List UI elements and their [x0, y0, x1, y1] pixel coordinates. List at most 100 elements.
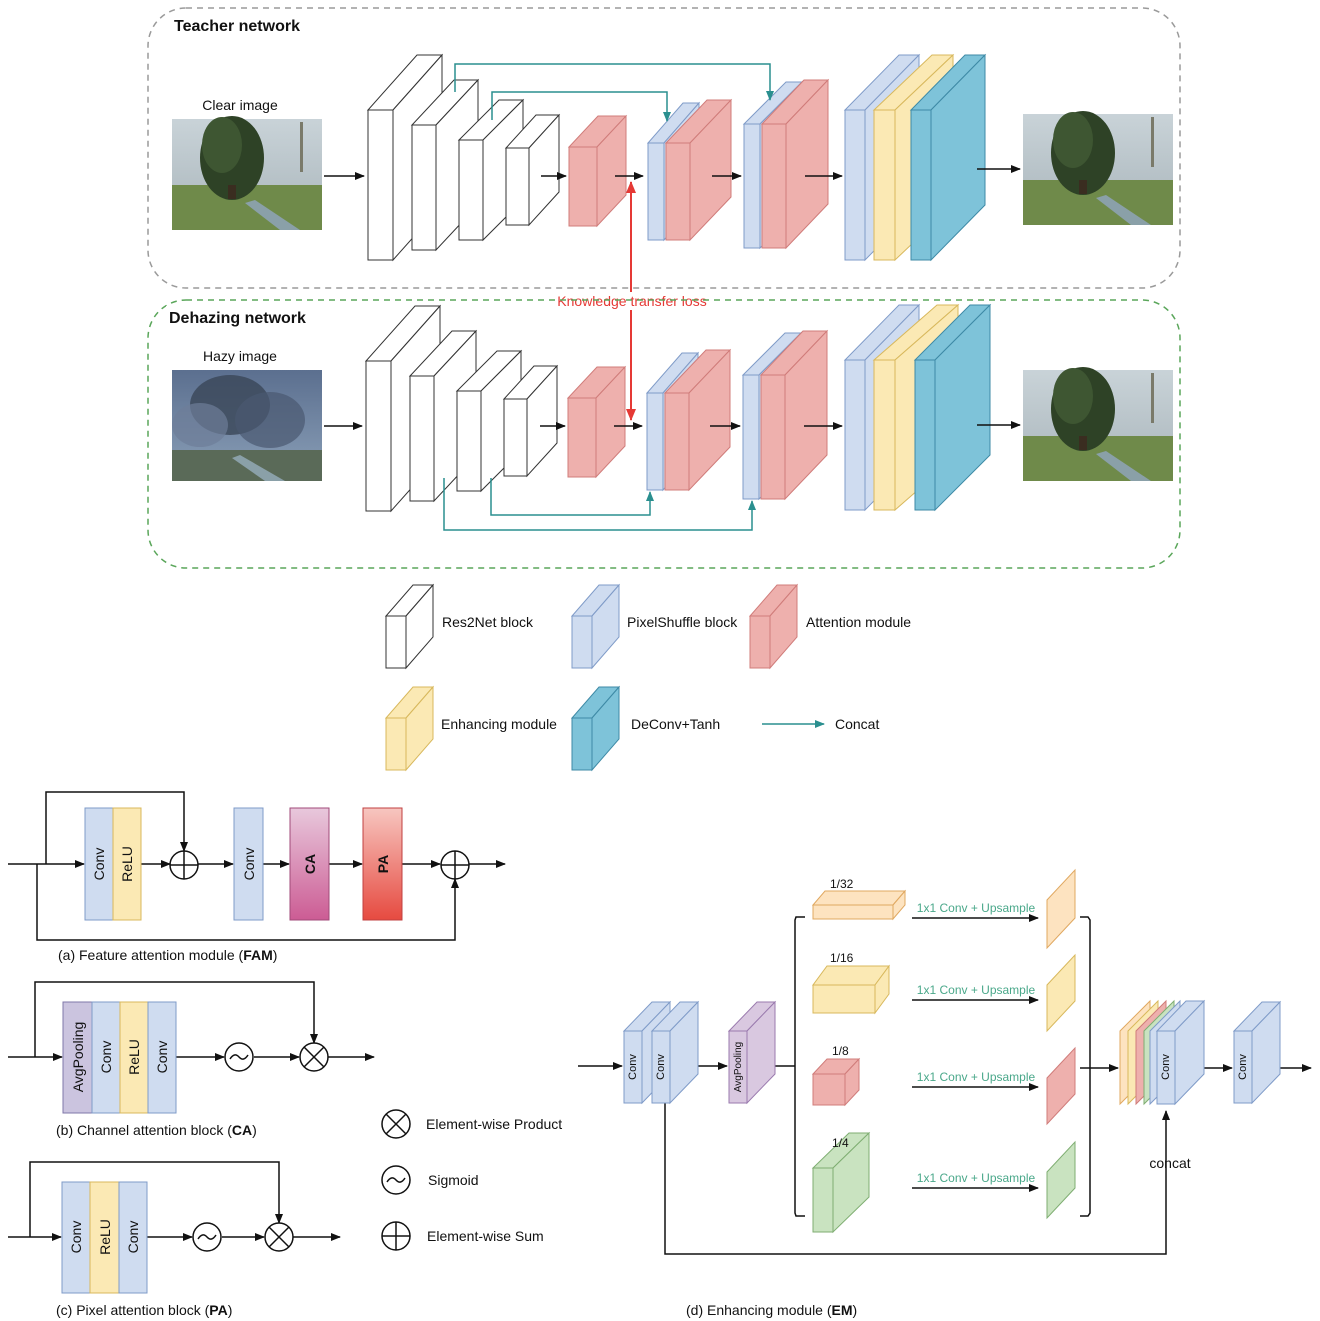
em-scale-1-8: 1/8: [832, 1044, 849, 1058]
operator-legend: Element-wise Product Sigmoid Element-wis…: [381, 1109, 562, 1251]
ca-conv1-label: Conv: [98, 1041, 114, 1074]
legend-enhancing-swatch: [384, 685, 435, 772]
legend-pixelshuffle-label: PixelShuffle block: [627, 614, 738, 630]
em-diagram: Conv Conv AvgPooling 1/32 1/16 1/8 1/4 1…: [578, 868, 1312, 1318]
teacher-network: Teacher network Clear image: [147, 7, 1181, 289]
em-upsampled-1-8: [1046, 1046, 1076, 1126]
em-conv-c-label: Conv: [1160, 1054, 1172, 1080]
dehazing-concat-arrows: [443, 478, 756, 531]
fam-pa-label: PA: [375, 855, 391, 873]
ca-avgpool-block: [62, 1001, 93, 1114]
em-conv-d-label: Conv: [1237, 1054, 1249, 1080]
legend-res2net-swatch: [384, 583, 435, 670]
pa-conv2-block: [118, 1181, 148, 1294]
sigmoid-label: Sigmoid: [428, 1172, 479, 1188]
legend-enhancing-label: Enhancing module: [441, 716, 557, 732]
teacher-flow-arrows: [324, 165, 1021, 180]
em-conv-block-d: [1232, 1000, 1282, 1105]
hazy-image-input: [172, 370, 322, 481]
em-upsample-label-4: 1x1 Conv + Upsample: [917, 1171, 1036, 1185]
pa-diagram: Conv ReLU Conv (c) Pixel attention block…: [8, 1161, 341, 1318]
em-concat-label: concat: [1149, 1155, 1190, 1171]
fam-relu-block: [112, 807, 142, 921]
pa-conv1-block: [61, 1181, 91, 1294]
ca-avgpool-label: AvgPooling: [70, 1022, 86, 1093]
em-pool-1-8: [811, 1057, 861, 1107]
legend: Res2Net block PixelShuffle block Attenti…: [384, 583, 911, 772]
dehazing-output-image: [1023, 367, 1173, 481]
em-caption: (d) Enhancing module (EM): [686, 1302, 857, 1318]
em-upsampled-1-16: [1046, 953, 1076, 1033]
attention-module: [566, 365, 627, 479]
product-label: Element-wise Product: [426, 1116, 562, 1132]
em-conv-a-label: Conv: [627, 1054, 639, 1080]
teacher-blocks: [366, 53, 987, 262]
fam-conv-label: Conv: [91, 848, 107, 881]
em-upsample-label-1: 1x1 Conv + Upsample: [917, 901, 1036, 915]
pa-relu-label: ReLU: [97, 1219, 113, 1255]
knowledge-transfer-loss: Knowledge transfer loss: [552, 181, 712, 421]
ca-conv2-label: Conv: [154, 1041, 170, 1074]
res2net-block: [502, 364, 559, 478]
pa-conv1-label: Conv: [68, 1221, 84, 1254]
pa-product-icon: [264, 1222, 294, 1252]
em-avgpool-block: [727, 1000, 777, 1105]
fam-conv2-label: Conv: [241, 848, 257, 881]
fam-sum-icon-1: [169, 850, 199, 880]
ca-relu-label: ReLU: [126, 1039, 142, 1075]
dehazing-flow-arrows: [324, 421, 1021, 430]
em-conv-b-label: Conv: [655, 1054, 667, 1080]
ca-product-icon: [299, 1042, 329, 1072]
teacher-network-title: Teacher network: [174, 18, 300, 35]
attention-module: [759, 329, 829, 501]
deconv-tanh-block: [913, 303, 992, 512]
product-icon: [381, 1109, 411, 1139]
dehazing-network-title: Dehazing network: [169, 310, 306, 327]
em-pool-1-4: [811, 1131, 871, 1234]
ca-diagram: AvgPooling Conv ReLU Conv (b) Channel at…: [8, 981, 375, 1138]
legend-attention-swatch: [748, 583, 799, 670]
sum-icon: [381, 1221, 411, 1251]
pa-relu-block: [89, 1181, 120, 1294]
ca-relu-block: [119, 1001, 149, 1114]
legend-deconv-label: DeConv+Tanh: [631, 716, 720, 732]
legend-deconv-swatch: [570, 685, 621, 772]
ca-conv2-block: [147, 1001, 177, 1114]
clear-image-input: [172, 116, 322, 230]
res2net-block: [504, 113, 561, 227]
fam-sum-icon-2: [440, 850, 470, 880]
knowledge-transfer-loss-label: Knowledge transfer loss: [557, 293, 706, 309]
attention-module: [567, 114, 628, 228]
legend-attention-label: Attention module: [806, 614, 911, 630]
legend-pixelshuffle-swatch: [570, 583, 621, 670]
em-pool-1-16: [812, 964, 890, 1015]
em-upsampled-1-32: [1046, 868, 1076, 950]
attention-module: [663, 348, 732, 492]
teacher-network-frame: [147, 7, 1181, 289]
teacher-concat-arrows: [454, 63, 774, 122]
fam-ca-block: [289, 807, 330, 921]
legend-res2net-label: Res2Net block: [442, 614, 534, 630]
em-scale-1-4: 1/4: [832, 1136, 849, 1150]
hazy-image-label: Hazy image: [203, 348, 277, 364]
dehazing-network-frame: [147, 299, 1181, 569]
fam-pa-block: [362, 807, 403, 921]
fam-conv-block: [84, 807, 114, 921]
em-conv-block-c: [1155, 999, 1206, 1106]
pa-sigmoid-icon: [192, 1222, 222, 1252]
clear-image-label: Clear image: [202, 97, 278, 113]
pa-caption: (c) Pixel attention block (PA): [56, 1302, 232, 1318]
teacher-output-image: [1023, 111, 1173, 225]
em-conv-block-b: [650, 1000, 700, 1105]
em-upsample-label-3: 1x1 Conv + Upsample: [917, 1070, 1036, 1084]
em-scale-1-32: 1/32: [830, 877, 854, 891]
sum-label: Element-wise Sum: [427, 1228, 544, 1244]
ca-sigmoid-icon: [224, 1042, 254, 1072]
deconv-tanh-block: [909, 53, 987, 262]
sigmoid-icon: [381, 1165, 411, 1195]
em-avgpool-label: AvgPooling: [733, 1042, 744, 1092]
fam-diagram: Conv ReLU Conv CA PA (a) Feature attenti…: [8, 791, 506, 963]
pa-conv2-label: Conv: [125, 1221, 141, 1254]
em-upsampled-1-4: [1046, 1140, 1076, 1220]
